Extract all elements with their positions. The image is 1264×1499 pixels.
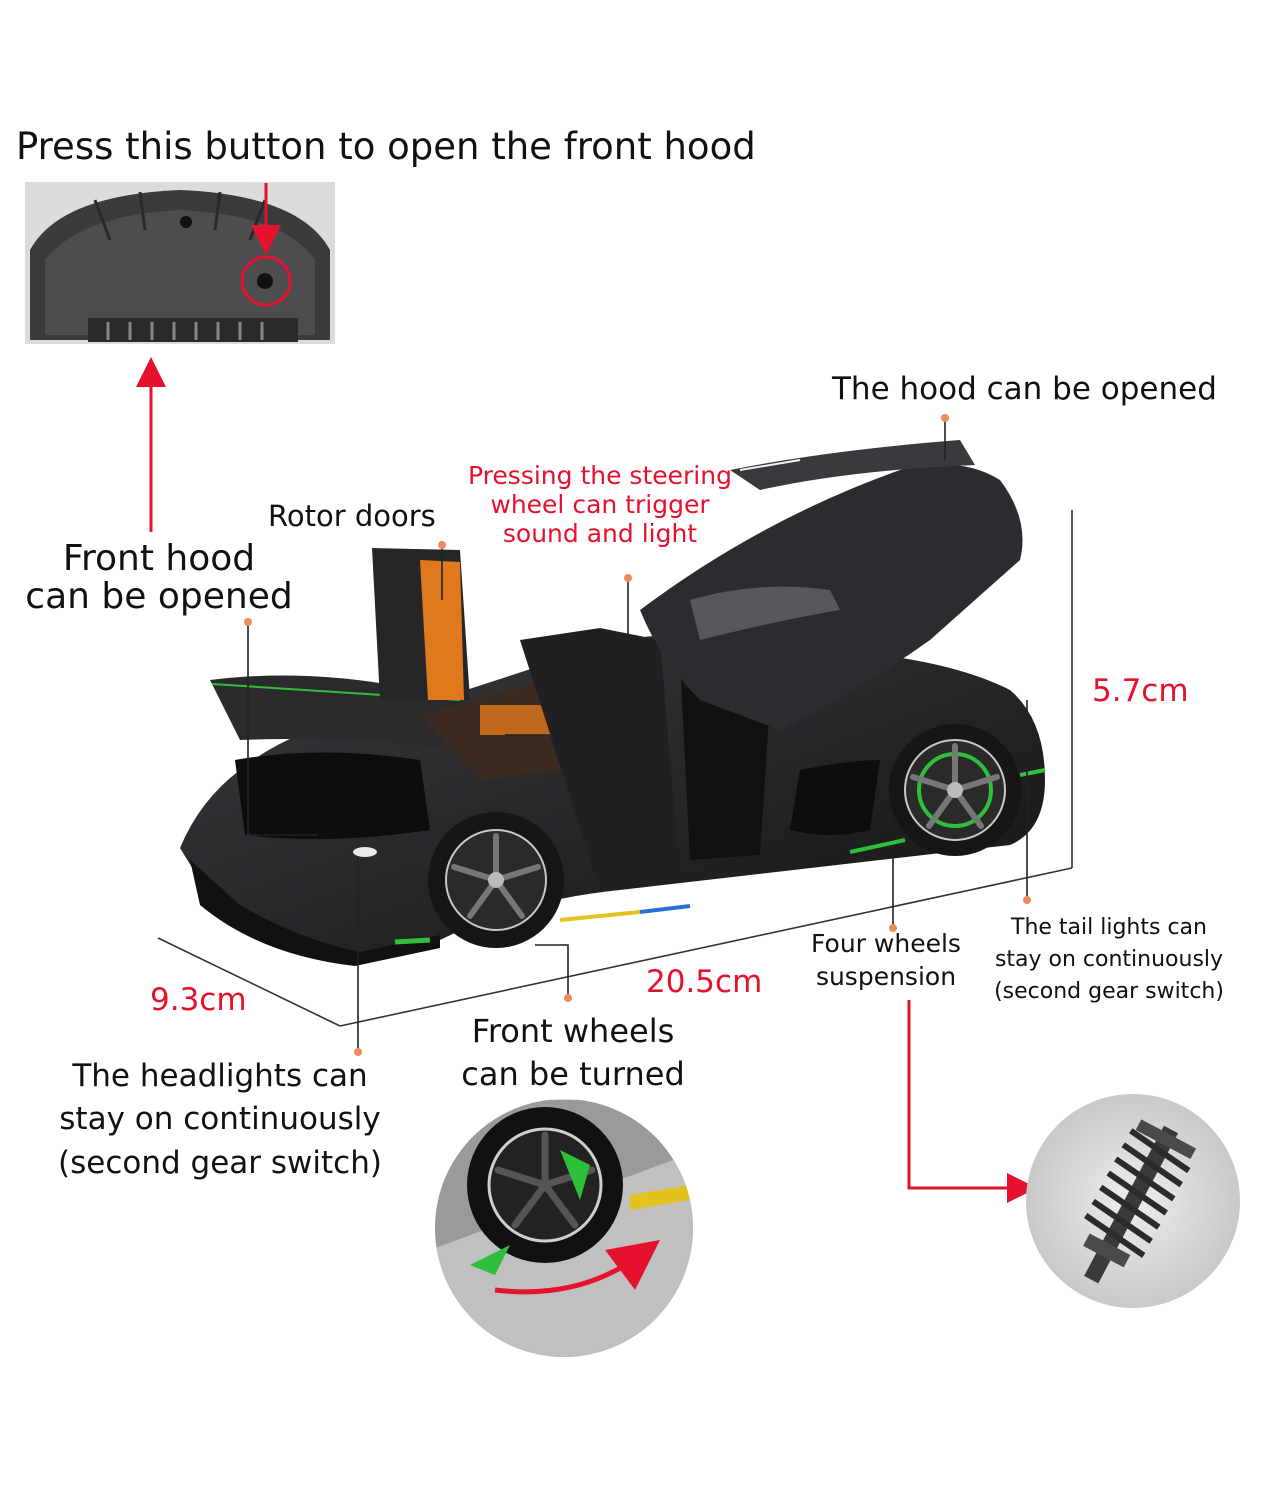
headlights-caption: The headlights can stay on continuously … [58, 1058, 382, 1181]
rotor-doors-caption: Rotor doors [268, 499, 436, 533]
suspension-spring-icon [1026, 1094, 1240, 1308]
steering-caption: Pressing the steering wheel can trigger … [468, 461, 732, 548]
front-wheel [428, 812, 564, 948]
length-dimension: 20.5cm [646, 964, 763, 1000]
hood-button-inset [25, 182, 335, 344]
suspension-arrow [907, 1000, 1037, 1203]
wheel-icon [435, 1099, 693, 1357]
leader-dots [244, 414, 1031, 1056]
front-wheels-caption: Front wheels can be turned [461, 1012, 685, 1094]
leader-lines [247, 418, 1028, 1050]
hood-opened-caption: The hood can be opened [832, 371, 1217, 407]
dimension-lines [157, 510, 1073, 1027]
front-hood-caption: Front hood can be opened [25, 538, 293, 617]
tail-lights-caption: The tail lights can stay on continuously… [994, 915, 1224, 1004]
width-dimension: 9.3cm [150, 982, 247, 1018]
height-dimension: 5.7cm [1092, 673, 1189, 709]
press-button-caption: Press this button to open the front hood [16, 125, 756, 168]
four-wheels-caption: Four wheels suspension [811, 929, 961, 991]
rear-wheel [889, 724, 1021, 856]
car-illustration [180, 440, 1046, 966]
hood-button-icon [257, 273, 273, 289]
